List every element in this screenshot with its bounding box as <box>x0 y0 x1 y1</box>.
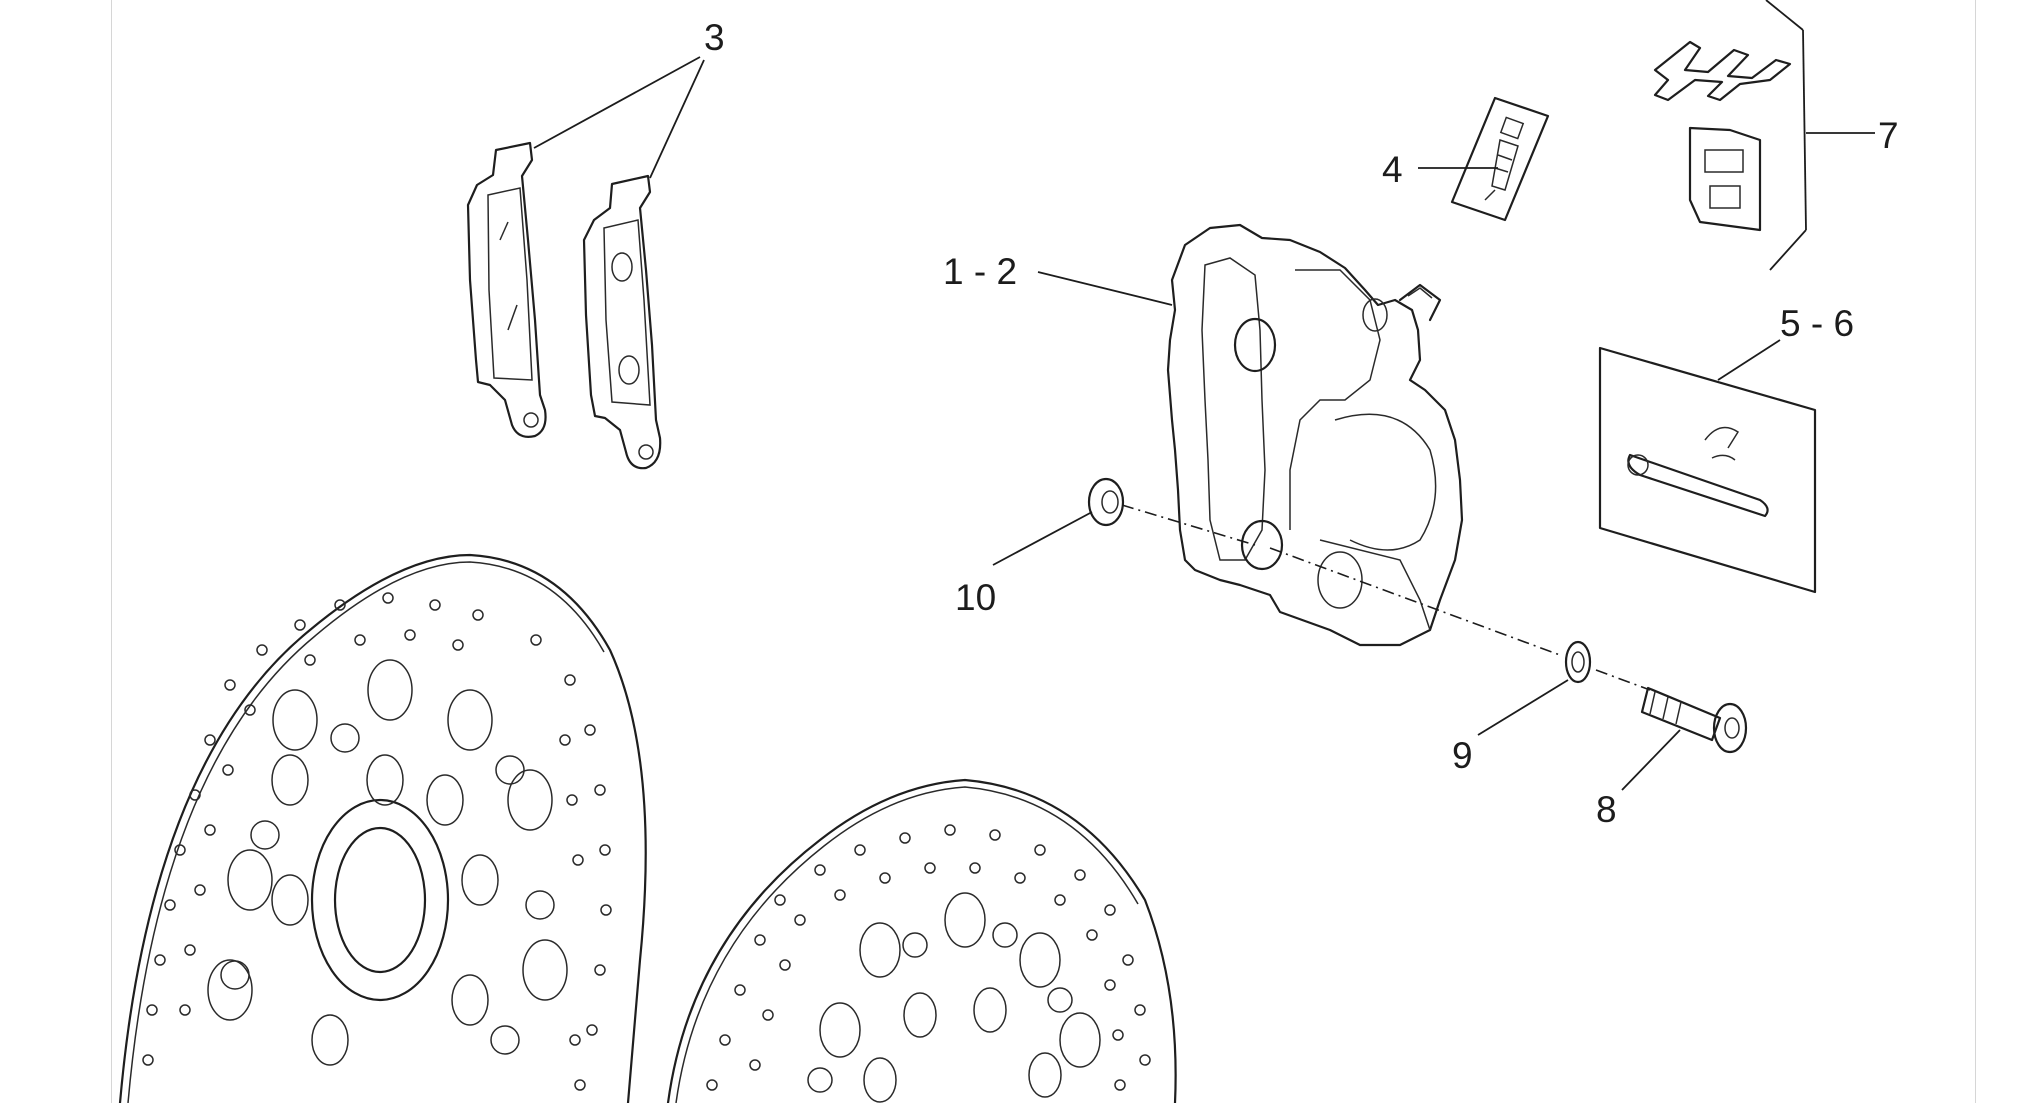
callout-label-pad-spring-kit: 7 <box>1878 115 1899 156</box>
frame-border-right <box>1975 0 1976 1103</box>
callout-label-bleed-valve: 4 <box>1382 149 1403 190</box>
leader-lines <box>533 56 1781 791</box>
callout-label-caliper: 1 - 2 <box>943 251 1017 292</box>
frame-border-left <box>111 0 112 1103</box>
pin-kit <box>1598 346 1817 594</box>
brake-caliper <box>1166 223 1464 647</box>
callout-label-washer: 9 <box>1452 735 1473 776</box>
assembly-axis-line <box>1121 504 1651 691</box>
pad-spring-kit <box>1653 0 1875 271</box>
brake-disc-left <box>118 553 647 1103</box>
bolt <box>1640 686 1748 754</box>
washer <box>1564 640 1592 684</box>
brake-disc-right <box>666 778 1177 1103</box>
brake-pad-left <box>466 141 547 438</box>
callout-label-pads: 3 <box>704 17 725 58</box>
callout-label-pin-kit: 5 - 6 <box>1780 303 1854 344</box>
brake-pad-right <box>582 174 662 470</box>
callout-label-bush: 10 <box>955 577 996 618</box>
bush <box>1087 477 1125 527</box>
bleed-valve-kit <box>1450 96 1550 222</box>
callout-label-bolt: 8 <box>1596 789 1617 830</box>
